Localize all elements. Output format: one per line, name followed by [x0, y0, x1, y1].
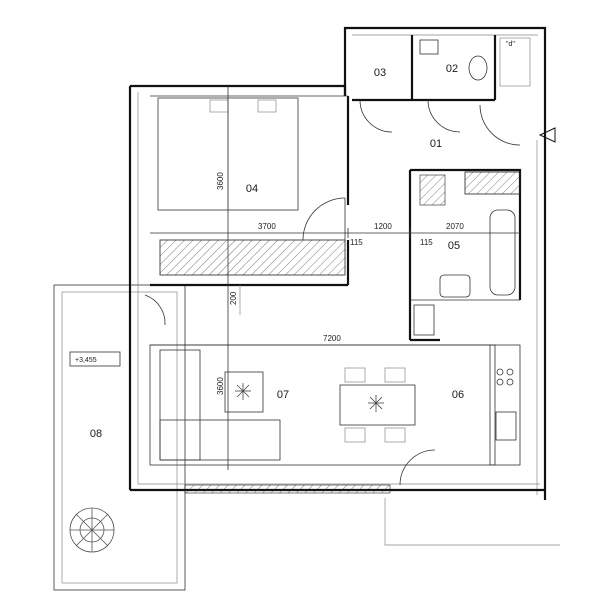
bedroom-door	[302, 197, 346, 241]
terrace-plant-icon	[69, 507, 115, 553]
level-marker-box	[69, 351, 121, 367]
dim-115-left: 115	[350, 238, 363, 247]
room-07-label: 07	[277, 389, 289, 401]
level-marker: +3,455	[75, 357, 97, 364]
dim-200: 200	[229, 291, 238, 305]
room-04-label: 04	[246, 183, 258, 195]
dim-115-right: 115	[420, 238, 433, 247]
dim-1200: 1200	[374, 222, 392, 231]
dim-2070: 2070	[446, 222, 464, 231]
window-sill-hatch	[184, 484, 391, 494]
sofa	[159, 349, 281, 461]
room-08-label: 08	[90, 428, 102, 440]
wc-door-mark: "d"	[506, 41, 515, 48]
bath-fixtures	[413, 174, 516, 336]
kitchen	[489, 344, 521, 466]
door-02	[427, 99, 461, 133]
terrace-outline	[53, 284, 186, 591]
entrance-door	[479, 104, 521, 146]
room-06-label: 06	[452, 389, 464, 401]
room-05-label: 05	[448, 240, 460, 252]
dim-3600-living: 3600	[216, 377, 225, 395]
wc-fixtures	[419, 37, 531, 87]
room-02-label: 02	[446, 63, 458, 75]
exterior-walls	[128, 26, 560, 546]
plant-icon	[235, 383, 384, 412]
dim-7200: 7200	[323, 334, 341, 343]
terrace-door	[144, 294, 166, 326]
entrance-arrow-icon	[538, 127, 556, 143]
room-03-label: 03	[374, 67, 386, 79]
dimension-lines	[150, 86, 520, 470]
dining-table	[339, 367, 416, 443]
storage-hatch	[464, 171, 521, 195]
dim-3700: 3700	[258, 222, 276, 231]
door-03	[359, 99, 393, 133]
wardrobe-hatch	[159, 239, 346, 276]
room-01-label: 01	[430, 138, 442, 150]
balcony-door	[399, 449, 436, 486]
dim-3600-bedroom: 3600	[216, 172, 225, 190]
